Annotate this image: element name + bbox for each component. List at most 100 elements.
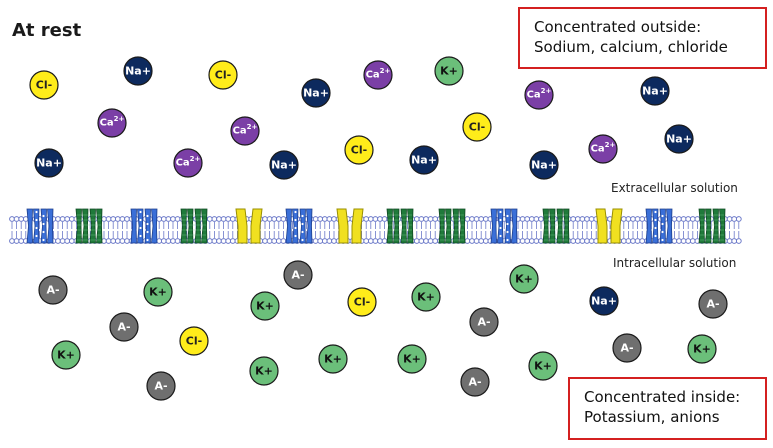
lipid-head bbox=[377, 238, 383, 244]
lipid-head bbox=[59, 238, 66, 244]
intracellular-ion-K+: K+ bbox=[509, 264, 539, 294]
svg-text:Cl-: Cl- bbox=[354, 296, 370, 309]
lipid-head bbox=[165, 238, 172, 244]
callout-concentrated-outside: Concentrated outside: Sodium, calcium, c… bbox=[518, 7, 767, 69]
lipid-head bbox=[59, 216, 66, 222]
lipid-head bbox=[160, 238, 167, 244]
lipid-head bbox=[170, 216, 176, 222]
lipid-head bbox=[482, 216, 489, 222]
lipid-head bbox=[317, 216, 324, 222]
lipid-head bbox=[685, 216, 692, 222]
svg-text:Na+: Na+ bbox=[271, 159, 297, 172]
lipid-head bbox=[18, 238, 25, 244]
extracellular-ion-Na+: Na+ bbox=[409, 145, 439, 175]
extracellular-ion-Ca2+: Ca2+ bbox=[524, 80, 554, 110]
lipid-head bbox=[381, 216, 388, 222]
lipid-head bbox=[363, 238, 370, 244]
lipid-head bbox=[266, 238, 273, 244]
lipid-head bbox=[119, 238, 126, 244]
svg-text:K+: K+ bbox=[440, 65, 458, 78]
intracellular-ion-K+: K+ bbox=[411, 282, 441, 312]
intracellular-ion-K+: K+ bbox=[528, 351, 558, 381]
intracellular-ion-A-: A- bbox=[146, 371, 176, 401]
svg-text:Cl-: Cl- bbox=[215, 69, 231, 82]
ion-channel-green bbox=[180, 208, 208, 244]
lipid-head bbox=[64, 238, 71, 244]
intracellular-ion-A-: A- bbox=[109, 312, 139, 342]
svg-text:Na+: Na+ bbox=[531, 159, 557, 172]
lipid-head bbox=[211, 216, 218, 222]
lipid-head bbox=[423, 216, 429, 222]
callout-outside-list: Sodium, calcium, chloride bbox=[534, 38, 728, 56]
lipid-head bbox=[620, 238, 627, 244]
svg-text:Na+: Na+ bbox=[125, 65, 151, 78]
intracellular-ion-Cl-: Cl- bbox=[179, 326, 209, 356]
lipid-head bbox=[312, 216, 319, 222]
lipid-head bbox=[482, 238, 489, 244]
lipid-head bbox=[119, 216, 126, 222]
lipid-head bbox=[676, 238, 682, 244]
intracellular-ion-K+: K+ bbox=[249, 356, 279, 386]
lipid-head bbox=[225, 216, 232, 222]
ion-channel-yellow bbox=[336, 208, 364, 244]
lipid-head bbox=[321, 238, 328, 244]
lipid-head bbox=[367, 216, 374, 222]
lipid-head bbox=[312, 238, 319, 244]
callout-inside-heading: Concentrated inside: bbox=[584, 388, 741, 406]
svg-text:Cl-: Cl- bbox=[351, 144, 367, 157]
extracellular-ion-Cl-: Cl- bbox=[344, 135, 374, 165]
lipid-head bbox=[275, 216, 282, 222]
svg-text:K+: K+ bbox=[403, 353, 421, 366]
svg-text:A-: A- bbox=[620, 342, 633, 355]
lipid-head bbox=[519, 238, 526, 244]
svg-text:K+: K+ bbox=[57, 349, 75, 362]
lipid-head bbox=[473, 238, 480, 244]
extracellular-ion-Cl-: Cl- bbox=[208, 60, 238, 90]
lipid-head bbox=[266, 216, 273, 222]
svg-text:K+: K+ bbox=[534, 360, 552, 373]
lipid-head bbox=[735, 216, 742, 222]
extracellular-ion-Na+: Na+ bbox=[123, 56, 153, 86]
intracellular-ion-A-: A- bbox=[460, 367, 490, 397]
lipid-head bbox=[634, 216, 641, 222]
intracellular-ion-K+: K+ bbox=[250, 291, 280, 321]
lipid-head bbox=[418, 216, 425, 222]
lipid-head bbox=[574, 216, 581, 222]
lipid-head bbox=[68, 216, 75, 222]
intracellular-ion-K+: K+ bbox=[687, 334, 717, 364]
lipid-head bbox=[381, 238, 388, 244]
svg-text:Na+: Na+ bbox=[36, 157, 62, 170]
lipid-head bbox=[372, 216, 379, 222]
extracellular-ion-Na+: Na+ bbox=[640, 76, 670, 106]
lipid-head bbox=[630, 216, 636, 222]
lipid-head bbox=[671, 216, 678, 222]
svg-text:Na+: Na+ bbox=[591, 295, 617, 308]
lipid-head bbox=[220, 216, 227, 222]
lipid-head bbox=[726, 238, 733, 244]
svg-text:A-: A- bbox=[46, 284, 59, 297]
intracellular-ion-A-: A- bbox=[469, 307, 499, 337]
intracellular-ion-A-: A- bbox=[283, 260, 313, 290]
lipid-head bbox=[570, 238, 577, 244]
lipid-head bbox=[206, 216, 213, 222]
lipid-head bbox=[427, 238, 434, 244]
lipid-head bbox=[216, 216, 222, 222]
svg-text:Na+: Na+ bbox=[666, 133, 692, 146]
lipid-head bbox=[731, 216, 738, 222]
svg-text:K+: K+ bbox=[693, 343, 711, 356]
lipid-head bbox=[538, 216, 544, 222]
ion-channel-green bbox=[698, 208, 726, 244]
lipid-head bbox=[413, 238, 420, 244]
lipid-head bbox=[639, 238, 646, 244]
lipid-head bbox=[620, 216, 627, 222]
ion-channel-blue bbox=[26, 208, 54, 244]
lipid-head bbox=[689, 216, 696, 222]
svg-text:A-: A- bbox=[154, 380, 167, 393]
lipid-head bbox=[174, 216, 181, 222]
lipid-head bbox=[326, 216, 333, 222]
lipid-head bbox=[64, 216, 71, 222]
lipid-head bbox=[55, 238, 61, 244]
lipid-head bbox=[625, 216, 632, 222]
lipid-head bbox=[280, 238, 287, 244]
